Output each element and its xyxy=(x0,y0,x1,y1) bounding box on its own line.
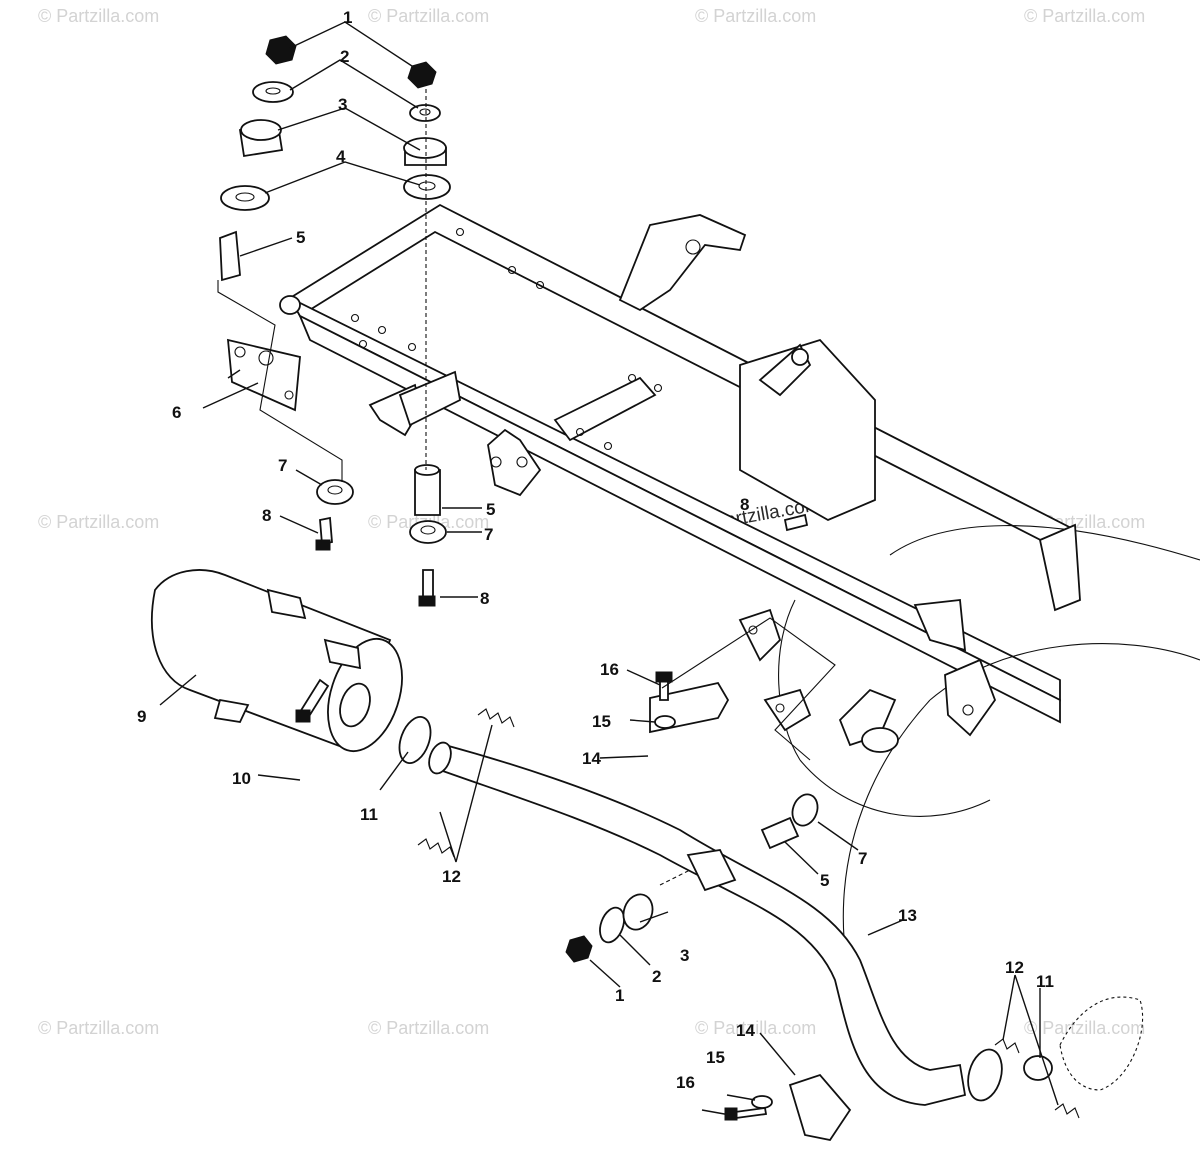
callout-11: 11 xyxy=(360,805,378,824)
watermark: © Partzilla.com xyxy=(38,1018,159,1038)
watermark: © Partzilla.com xyxy=(38,6,159,26)
callout-12: 12 xyxy=(442,867,461,886)
callout-11: 11 xyxy=(1036,972,1054,991)
muffler-illustration xyxy=(151,569,403,753)
callout-8: 8 xyxy=(480,589,489,608)
callout-7: 7 xyxy=(484,525,493,544)
callout-7: 7 xyxy=(858,849,867,868)
callout-10: 10 xyxy=(232,769,251,788)
watermark: © Partzilla.com xyxy=(1024,1018,1145,1038)
exhaust-pipe-illustration xyxy=(428,741,1003,1106)
callout-2: 2 xyxy=(340,47,349,66)
watermark: © Partzilla.com xyxy=(1024,6,1145,26)
callout-numbers: 1 2 3 4 5 6 7 8 5 7 8 8 9 10 11 12 16 15… xyxy=(137,8,1054,1092)
callout-13: 13 xyxy=(898,906,917,925)
watermark: © Partzilla.com xyxy=(368,6,489,26)
callout-5: 5 xyxy=(820,871,829,890)
callout-16: 16 xyxy=(600,660,619,679)
callout-7: 7 xyxy=(278,456,287,475)
frame-illustration xyxy=(279,203,1200,1101)
callout-5: 5 xyxy=(296,228,305,247)
callout-1: 1 xyxy=(343,8,352,27)
callout-8: 8 xyxy=(262,506,271,525)
watermark: © Partzilla.com xyxy=(695,1018,816,1038)
watermark: © Partzilla.com xyxy=(368,1018,489,1038)
callout-6: 6 xyxy=(172,403,181,422)
callout-5: 5 xyxy=(486,500,495,519)
watermark: © Partzilla.com xyxy=(38,512,159,532)
callout-8: 8 xyxy=(740,495,749,514)
callout-3: 3 xyxy=(338,95,347,114)
callout-3: 3 xyxy=(680,946,689,965)
callout-12: 12 xyxy=(1005,958,1024,977)
watermarks: © Partzilla.com © Partzilla.com © Partzi… xyxy=(38,6,1145,1038)
callout-4: 4 xyxy=(336,147,346,166)
callout-14: 14 xyxy=(736,1021,755,1040)
callout-15: 15 xyxy=(706,1048,725,1067)
callout-14: 14 xyxy=(582,749,601,768)
hardware-illustrations xyxy=(219,35,1144,1142)
callout-16: 16 xyxy=(676,1073,695,1092)
callout-1: 1 xyxy=(615,986,624,1005)
callout-9: 9 xyxy=(137,707,146,726)
watermark: © Partzilla.com xyxy=(695,6,816,26)
callout-2: 2 xyxy=(652,967,661,986)
callout-15: 15 xyxy=(592,712,611,731)
leader-lines xyxy=(159,21,1059,1116)
